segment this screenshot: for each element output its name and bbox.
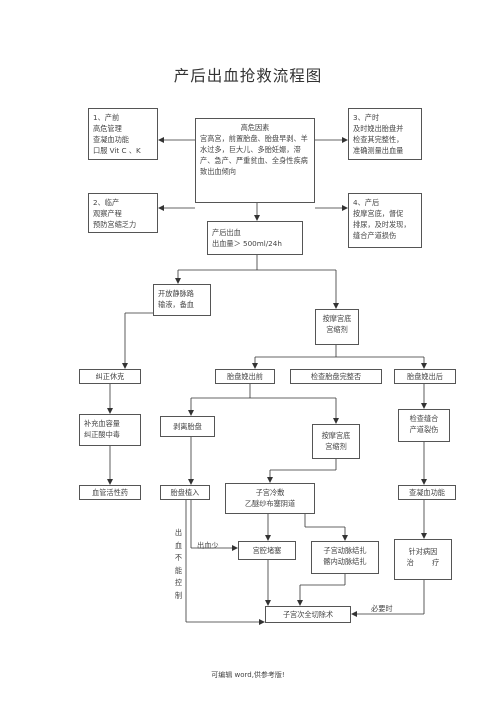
bleed-char-1: 出 (174, 528, 183, 537)
volume-replacement-box: 补充血容量 纠正酸中毒 (79, 414, 141, 446)
page-title: 产后出血抢救流程图 (173, 67, 323, 85)
footer-note: 可编辑 word,供参考版! (211, 671, 285, 679)
hysterectomy-box: 子宫次全切除术 (265, 606, 351, 623)
manual-removal-box: 剥离胎盘 (160, 416, 215, 437)
risk-factors-box: 高危因素 宫高宫，前置胎盘、胎盘早剥、羊水过多，巨大儿、多胎妊娠，滞产、急产、严… (195, 118, 315, 203)
cause-line-1: 针对病因 (408, 547, 438, 556)
pph-threshold: 出血量＞ 500ml/24h (212, 239, 282, 248)
labor-line-3: 预防宫缩乏力 (93, 220, 137, 229)
coagulation-check-box: 查凝血功能 (398, 485, 456, 500)
postpartum-line-1: 4、产后 (353, 198, 380, 207)
artery-ligation-box: 子宫动脉结扎 髂内动脉结扎 (311, 541, 379, 574)
ligation-line-2: 髂内动脉结扎 (323, 557, 367, 566)
iv-access-box: 开放静脉路 输液，备血 (153, 284, 211, 316)
ligation-line-1: 子宫动脉结扎 (323, 546, 367, 555)
placenta-accreta-box: 胎盘植入 (160, 485, 210, 500)
intrapartum-line-1: 3、产时 (353, 113, 380, 122)
uncontrolled-bleeding-label: 出 血 不 能 控 制 (174, 527, 183, 602)
intrapartum-line-3: 检查其完整性， (353, 135, 404, 144)
placenta-before-box: 胎盘娩出前 (215, 369, 275, 384)
massage-oxytocic-box-1: 按摩宫底 宫缩剂 (315, 309, 359, 345)
when-needed-label: 必要时 (371, 604, 393, 613)
fluid-line-1: 补充血容量 (84, 419, 120, 428)
suture-line-1: 检查缝合 (409, 414, 439, 423)
labor-line-2: 观察产程 (93, 209, 122, 218)
suture-line-2: 产道裂伤 (409, 425, 439, 434)
prenatal-line-3: 查凝血功能 (93, 135, 129, 144)
prenatal-box: 1、产前 高危管理 查凝血功能 口服 Vit C 、K (88, 108, 158, 160)
uterine-packing-box: 宫腔堵塞 (238, 541, 296, 560)
bleed-char-3: 不 (174, 553, 183, 562)
pph-box: 产后出血 出血量＞ 500ml/24h (207, 221, 303, 255)
postpartum-box: 4、产后 按摩宫底，督促 排尿，及时发现， 缝合产道损伤 (348, 193, 422, 248)
cause-line-2: 治 疗 (406, 558, 440, 567)
cold-line-1: 子宫冷敷 (255, 488, 285, 497)
bleed-less-label: 出血少 (197, 541, 219, 550)
bleed-char-5: 控 (174, 578, 183, 587)
intrapartum-line-2: 及时娩出胎盘并 (353, 124, 404, 133)
intrapartum-line-4: 准确测量出血量 (353, 146, 404, 155)
uterine-cold-compress-box: 子宫冷敷 乙醚纱布塞阴道 (225, 483, 315, 514)
bleed-char-2: 血 (174, 540, 183, 550)
postpartum-line-3: 排尿，及时发现， (353, 220, 411, 229)
bleed-char-6: 制 (174, 590, 183, 600)
risk-factors-text: 宫高宫，前置胎盘、胎盘早剥、羊水过多，巨大儿、多胎妊娠，滞产、急产、严重贫血、全… (200, 134, 308, 176)
placenta-after-box: 胎盘娩出后 (394, 369, 456, 384)
massage1-line-2: 宫缩剂 (326, 325, 348, 334)
risk-factors-heading: 高危因素 (240, 123, 270, 132)
massage2-line-1: 按摩宫底 (321, 431, 351, 440)
correct-shock-box: 纠正休克 (79, 369, 141, 384)
massage-oxytocic-box-2: 按摩宫底 宫缩剂 (312, 424, 360, 459)
fluid-line-2: 纠正酸中毒 (84, 430, 120, 439)
iv-line-1: 开放静脉路 (158, 289, 194, 298)
postpartum-line-4: 缝合产道损伤 (353, 231, 397, 240)
labor-box: 2、临产 观察产程 预防宫缩乏力 (88, 193, 158, 233)
prenatal-line-2: 高危管理 (93, 124, 122, 133)
prenatal-line-4: 口服 Vit C 、K (93, 146, 141, 155)
cold-line-2: 乙醚纱布塞阴道 (244, 499, 296, 508)
check-placenta-box: 检查胎盘完整否 (290, 369, 382, 384)
iv-line-2: 输液，备血 (158, 300, 194, 309)
vasoactive-box: 血管活性药 (79, 485, 141, 500)
labor-line-1: 2、临产 (93, 198, 120, 207)
cause-treatment-box: 针对病因 治 疗 (394, 539, 452, 580)
check-suture-box: 检查缝合 产道裂伤 (398, 409, 450, 442)
prenatal-line-1: 1、产前 (93, 113, 120, 122)
massage2-line-2: 宫缩剂 (325, 442, 347, 451)
bleed-char-4: 能 (174, 565, 183, 575)
intrapartum-box: 3、产时 及时娩出胎盘并 检查其完整性， 准确测量出血量 (348, 108, 422, 160)
postpartum-line-2: 按摩宫底，督促 (353, 209, 404, 218)
massage1-line-1: 按摩宫底 (322, 314, 352, 323)
pph-title: 产后出血 (212, 228, 241, 237)
